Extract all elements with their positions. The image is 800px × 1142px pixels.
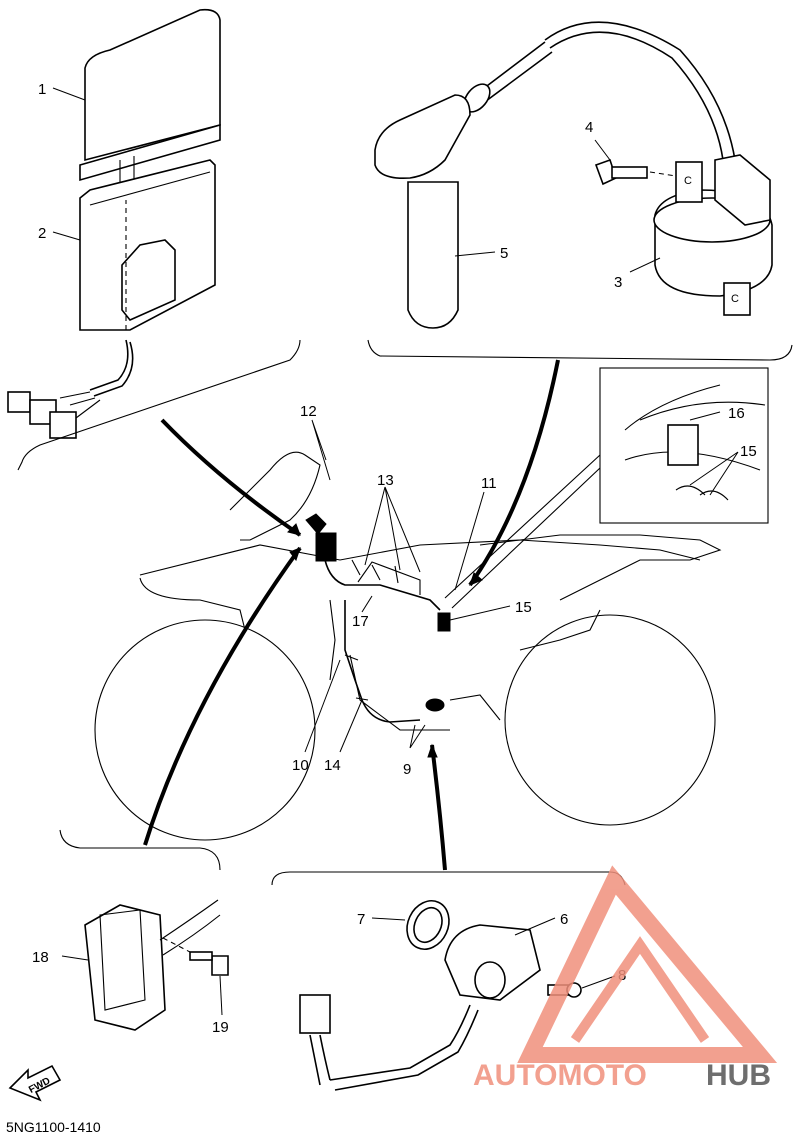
part-label-4: 4 — [585, 119, 593, 136]
part-label-15: 15 — [515, 599, 532, 616]
catalog-code: 5NG1100-1410 — [6, 1119, 101, 1135]
pointer-arrows — [143, 359, 601, 871]
part-label-19: 19 — [212, 1019, 229, 1036]
logo-text-hub: HUB — [706, 1059, 771, 1092]
coil-callout-frame — [367, 339, 793, 361]
part-label-7: 7 — [357, 911, 365, 928]
logo-triangle-outer — [517, 865, 778, 1063]
part-label-3: 3 — [614, 274, 622, 291]
automotohub-logo: AUTOMOTO HUB — [473, 865, 778, 1092]
cdi-callout-frame — [17, 339, 301, 471]
motorcycle-outline — [94, 451, 722, 841]
part-number-labels: 1 2 3 4 5 6 7 8 9 10 11 12 13 14 15 15 1… — [32, 81, 757, 1036]
part-label-10: 10 — [292, 757, 309, 774]
svg-text:C: C — [684, 175, 692, 187]
svg-text:C: C — [731, 293, 739, 305]
wire-harness — [305, 513, 451, 723]
logo-triangle-inner — [570, 936, 710, 1043]
ignition-coil-drawing: C C — [374, 21, 773, 329]
part-label-14: 14 — [324, 757, 341, 774]
part-label-11: 11 — [481, 475, 497, 492]
part-label-6: 6 — [560, 911, 568, 928]
leader-lines — [52, 87, 739, 1016]
part-label-16: 16 — [728, 405, 745, 422]
part-label-2: 2 — [38, 225, 46, 242]
part-label-9: 9 — [403, 761, 411, 778]
logo-text-automoto: AUTOMOTO — [473, 1059, 647, 1092]
cdi-unit-drawing — [7, 8, 221, 439]
part-label-1: 1 — [38, 81, 46, 98]
fwd-arrow-icon — [8, 1064, 62, 1102]
clamp-detail-inset — [599, 367, 769, 524]
part-label-15-inset: 15 — [740, 443, 757, 460]
part-label-17: 17 — [352, 613, 369, 630]
part-label-13: 13 — [377, 472, 394, 489]
rectifier-regulator-drawing — [59, 829, 229, 1031]
part-label-12: 12 — [300, 403, 317, 420]
part-label-18: 18 — [32, 949, 49, 966]
part-label-5: 5 — [500, 245, 508, 262]
